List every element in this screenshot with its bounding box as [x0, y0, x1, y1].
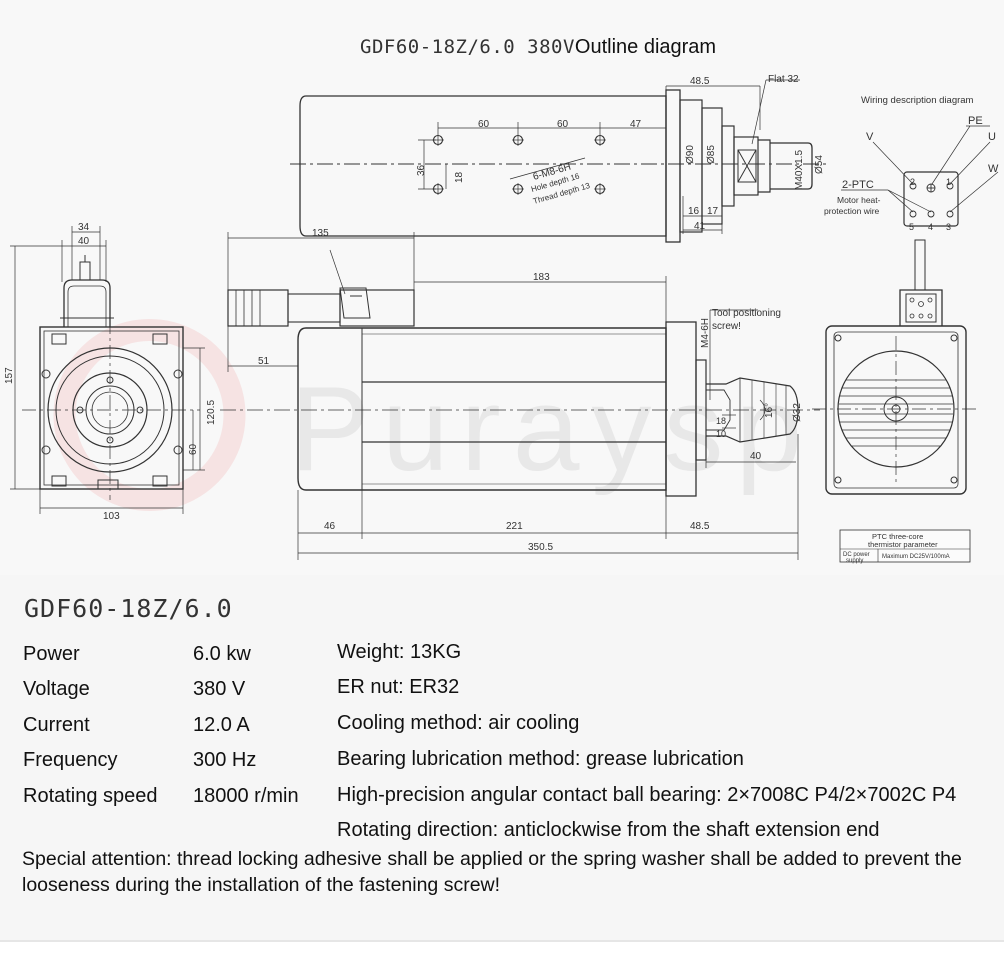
spec-er-nut: ER nut: ER32	[337, 676, 460, 698]
pin-5: 5	[909, 222, 914, 232]
special-attention-note: Special attention: thread locking adhesi…	[22, 848, 962, 896]
dim-18-side: 18	[716, 416, 726, 426]
wire-v: V	[866, 131, 874, 143]
dim-48-5-top: 48.5	[690, 76, 710, 87]
dim-120-5-front: 120.5	[206, 400, 217, 425]
diagram-title-model: GDF60-18Z/6.0 380V	[360, 36, 575, 58]
dim-183-side: 183	[533, 272, 550, 283]
dim-36: 36	[416, 164, 427, 176]
dim-221-side: 221	[506, 521, 523, 532]
dim-phi90: Ø90	[685, 145, 696, 164]
outline-diagram-area: Puraysp	[4, 36, 999, 564]
dim-350-5-side: 350.5	[528, 542, 553, 553]
front-view: 40 34 157 120.5 60 103	[4, 222, 217, 522]
dim-41-top: 41	[694, 221, 706, 232]
dim-phi54: Ø54	[814, 155, 825, 174]
spec-value-frequency: 300 Hz	[193, 749, 257, 771]
pin-3: 3	[946, 222, 951, 232]
wire-u: U	[988, 131, 996, 143]
diagram-title-suffix: Outline diagram	[574, 36, 717, 58]
spec-label-power: Power	[23, 643, 80, 665]
dim-phi85: Ø85	[706, 145, 717, 164]
wire-w: W	[988, 163, 999, 175]
dim-135-side: 135	[312, 228, 329, 239]
diagram-title: GDF60-18Z/6.0 380VOutline diagram	[360, 36, 716, 59]
pin-4: 4	[928, 222, 933, 232]
dim-46-side: 46	[324, 521, 336, 532]
outline-diagram: Puraysp	[4, 74, 999, 564]
ptc-table-cell-1: DC power	[843, 552, 870, 558]
dim-51-side: 51	[258, 356, 270, 367]
dim-10-side: 10	[716, 429, 726, 439]
tool-note-1: Tool positioning	[712, 308, 781, 319]
dim-16-top: 16	[688, 206, 700, 217]
ptc-table-title-2: thermistor parameter	[868, 540, 938, 549]
dim-60-front: 60	[188, 443, 199, 455]
motor-heat-label: Motor heat-	[837, 195, 881, 205]
pin-1: 1	[946, 177, 951, 187]
spec-value-voltage: 380 V	[193, 678, 246, 700]
spec-value-speed: 18000 r/min	[193, 785, 299, 807]
connector-icon	[903, 171, 959, 227]
dim-40-front: 40	[78, 236, 90, 247]
dim-m4: M4-6H	[700, 318, 711, 348]
top-view: 60 60 47 36 18 48.5 Flat 32 Ø90 Ø85 M40X…	[290, 74, 830, 243]
wiring-title: Wiring description diagram	[861, 95, 974, 106]
ptc-table-cell-1b: supply	[846, 558, 863, 564]
spec-bearing: High-precision angular contact ball bear…	[337, 784, 957, 806]
dim-18: 18	[454, 171, 465, 183]
dim-17-top: 17	[707, 206, 719, 217]
spec-label-frequency: Frequency	[23, 749, 118, 771]
spec-value-power: 6.0 kw	[193, 643, 251, 665]
dim-60a: 60	[478, 119, 490, 130]
dim-m40: M40X1.5	[794, 150, 805, 190]
dim-103-front: 103	[103, 511, 120, 522]
dim-48-5-side: 48.5	[690, 521, 710, 532]
side-view: 135 183 51 Tool positioning screw! M4-6H…	[220, 228, 820, 560]
dim-phi32: Ø32	[792, 403, 803, 422]
dim-47: 47	[630, 119, 642, 130]
ptc-parameter-table: PTC three-core thermistor parameter DC p…	[839, 529, 971, 564]
spec-label-voltage: Voltage	[23, 678, 90, 700]
ptc-table-title-1: PTC three-core	[872, 532, 923, 541]
wiring-diagram: Wiring description diagram 2 1 5 4 3	[824, 95, 999, 232]
dim-157-front: 157	[4, 367, 15, 384]
ptc-label: 2-PTC	[842, 179, 874, 191]
spec-label-current: Current	[23, 714, 90, 736]
tool-note-2: screw!	[712, 321, 741, 332]
spec-weight: Weight: 13KG	[337, 641, 462, 663]
protection-wire-label: protection wire	[824, 206, 880, 216]
spec-lubrication: Bearing lubrication method: grease lubri…	[337, 748, 744, 770]
spec-model-name: GDF60-18Z/6.0	[24, 594, 233, 623]
wire-pe: PE	[968, 115, 983, 127]
bottom-divider	[0, 940, 1004, 942]
spec-rotating-direction: Rotating direction: anticlockwise from t…	[337, 819, 880, 841]
ptc-table-cell-2: Maximum DC25V/100mA	[882, 554, 950, 560]
spec-value-current: 12.0 A	[193, 714, 250, 736]
spec-label-speed: Rotating speed	[23, 785, 158, 807]
rear-view	[812, 239, 980, 495]
dim-34-front: 34	[78, 222, 90, 233]
dim-40-side: 40	[750, 451, 762, 462]
flat-32-label: Flat 32	[768, 74, 799, 85]
dim-16deg: 16°	[764, 403, 775, 418]
bottom-band	[0, 942, 1004, 967]
pin-2: 2	[910, 177, 915, 187]
dim-60b: 60	[557, 119, 569, 130]
spec-cooling: Cooling method: air cooling	[337, 712, 580, 734]
watermark: Puraysp	[53, 319, 802, 511]
